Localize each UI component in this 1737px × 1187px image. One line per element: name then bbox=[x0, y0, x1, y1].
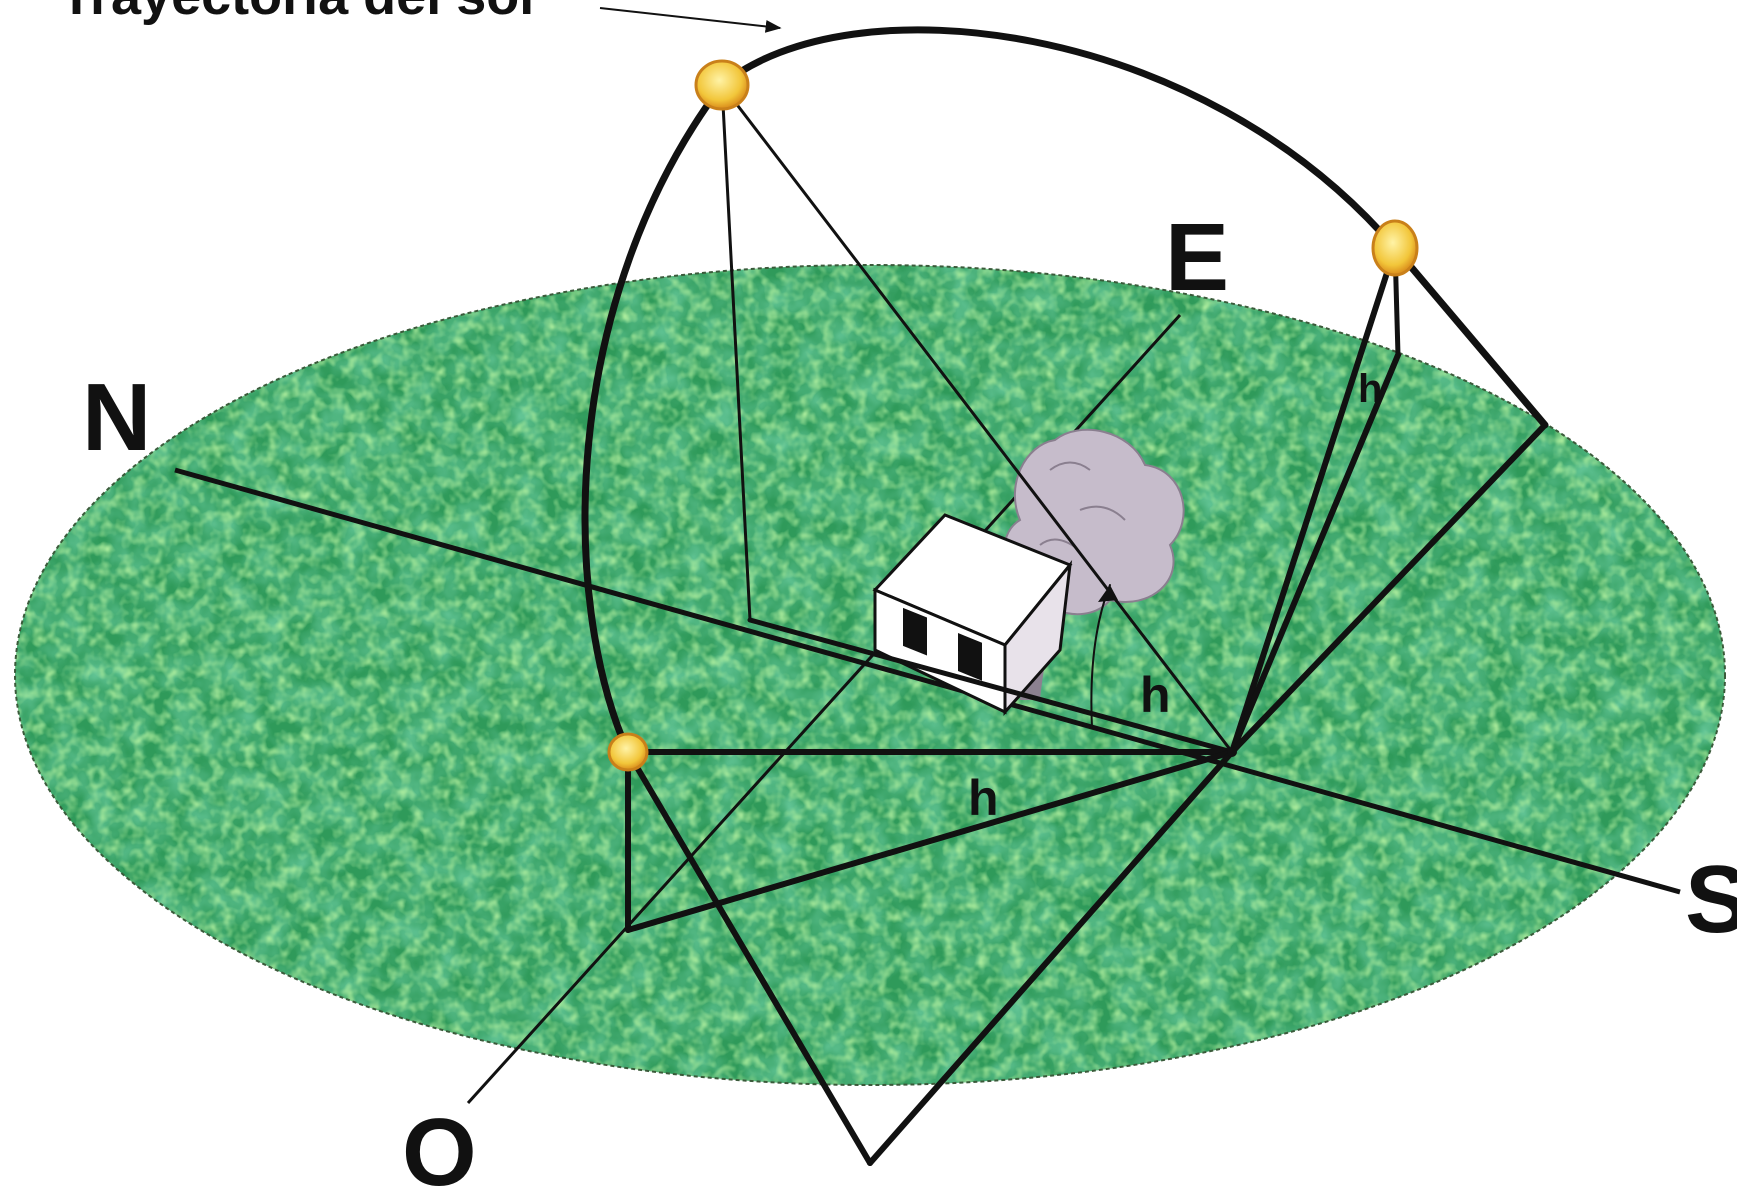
label-south: S bbox=[1685, 846, 1737, 953]
right-sun-to-observer-b bbox=[1229, 352, 1401, 755]
ground-top-to-observer bbox=[747, 617, 1235, 755]
sun-dot-icon bbox=[1371, 219, 1419, 277]
right-edge-to-observer bbox=[1229, 422, 1548, 755]
right-sun-to-observer-a bbox=[1229, 245, 1398, 755]
top-sun-vertical bbox=[720, 83, 752, 622]
sun-dot-icon bbox=[607, 732, 649, 772]
label-north: N bbox=[82, 364, 151, 471]
top-sun-to-observer bbox=[720, 83, 1234, 754]
projection-lines bbox=[625, 83, 1548, 1166]
ground-texture-light bbox=[15, 265, 1725, 1085]
title-arrow bbox=[599, 7, 782, 33]
altitude-label-main: h bbox=[1140, 667, 1171, 723]
sun-positions bbox=[607, 59, 1419, 772]
low-ground-to-observer bbox=[625, 749, 1235, 933]
observer-point bbox=[1227, 747, 1237, 757]
north-south-axis bbox=[174, 467, 1681, 895]
altitude-label-high: h bbox=[1358, 367, 1382, 411]
sun-dot-icon bbox=[694, 59, 750, 111]
altitude-label-low: h bbox=[968, 770, 999, 826]
label-east: E bbox=[1165, 204, 1229, 311]
house-window-left bbox=[903, 607, 927, 656]
bottom-to-observer bbox=[867, 749, 1235, 1166]
low-sun-to-bottom bbox=[625, 749, 873, 1166]
ground-plane bbox=[14, 264, 1726, 1086]
ground-outline bbox=[14, 264, 1726, 1086]
house-window-right bbox=[958, 633, 982, 681]
label-west: O bbox=[402, 1099, 477, 1187]
diagram-title: Trayectoria del sol bbox=[60, 0, 534, 26]
